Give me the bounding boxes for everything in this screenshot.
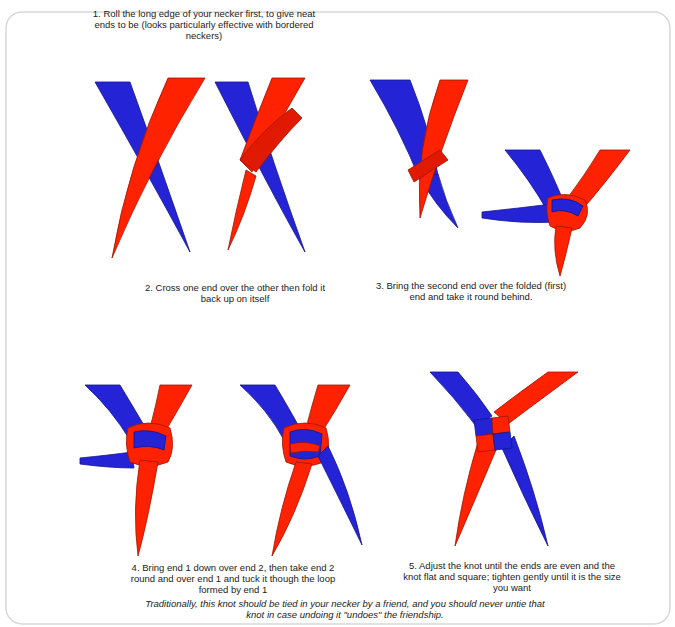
frame <box>6 12 670 624</box>
step-instruction: 5. Adjust the knot until the ends are ev… <box>400 560 624 593</box>
step-5-square-knot <box>430 372 578 546</box>
step-3-over <box>370 80 468 228</box>
step-3-round-behind <box>482 150 630 276</box>
step-instruction: 3. Bring the second end over the folded … <box>368 280 574 302</box>
step-4-down-over <box>80 385 192 556</box>
step-instruction: 2. Cross one end over the other then fol… <box>140 282 330 304</box>
step-instruction: 1. Roll the long edge of your necker fir… <box>86 8 322 41</box>
step-1-crossed-ends <box>95 78 205 258</box>
step-4-tuck <box>240 385 362 556</box>
caption-note: Traditionally, this knot should be tied … <box>140 598 550 620</box>
step-2-fold <box>215 78 305 252</box>
step-instruction: 4. Bring end 1 down over end 2, then tak… <box>122 562 344 595</box>
